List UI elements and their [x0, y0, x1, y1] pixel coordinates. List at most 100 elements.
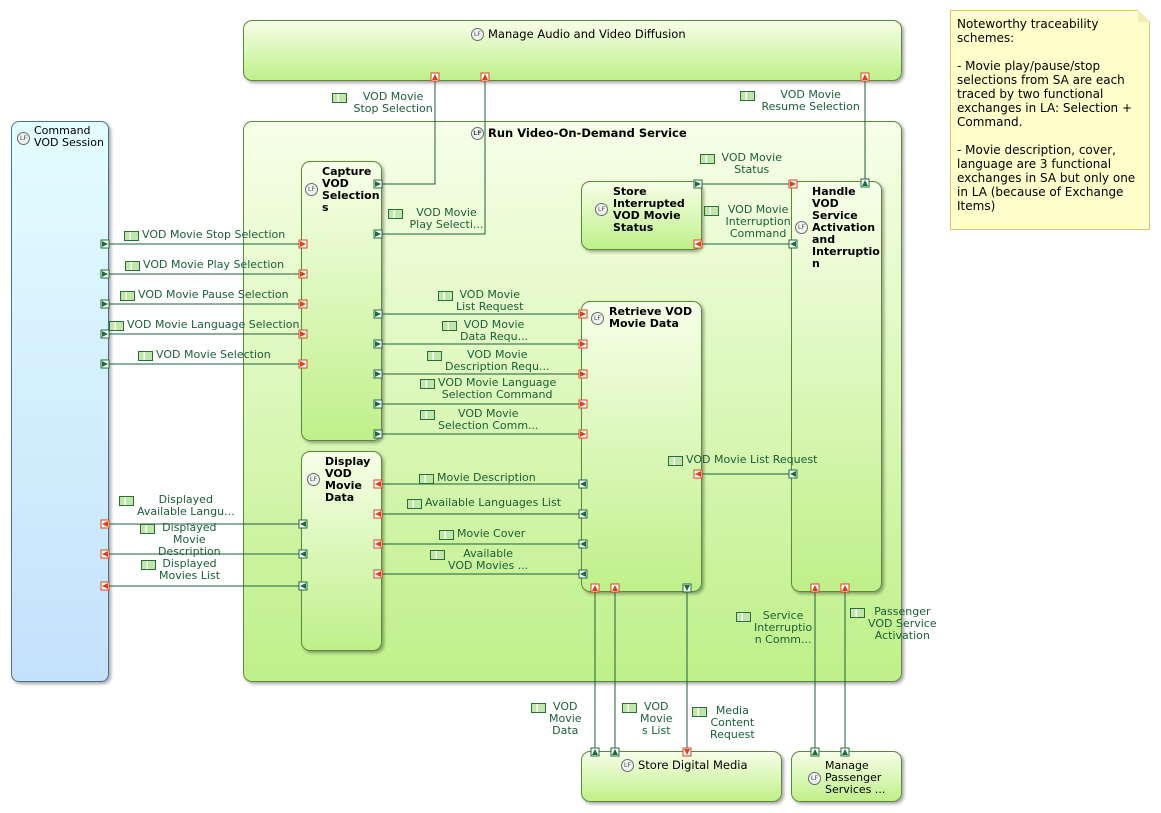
- function-title-line: Passenger: [825, 771, 882, 784]
- exchange-item-icon: [427, 351, 442, 361]
- exchange-line: [378, 77, 486, 235]
- function-title-line: VOD: [325, 467, 352, 480]
- function-title-line: Interrupted: [613, 197, 685, 210]
- output-port: [100, 519, 110, 529]
- function-title-line: Store: [613, 185, 647, 198]
- input-port: [373, 399, 383, 409]
- function-title: Store Digital Media: [638, 758, 748, 772]
- exchange-item-icon: [141, 560, 156, 570]
- output-port: [578, 429, 588, 439]
- logical-function-icon: LF: [595, 203, 608, 216]
- function-title-line: Selection: [322, 189, 380, 202]
- handle-vod-service-function[interactable]: LF Handle VOD Service Activation and Int…: [791, 181, 882, 592]
- input-port: [298, 581, 308, 591]
- exchange-item-icon: [419, 474, 434, 484]
- exchange-item-icon: [332, 93, 347, 103]
- exchange-label: Movie Description: [419, 472, 536, 484]
- input-port: [693, 179, 703, 189]
- function-title-line: VOD: [322, 177, 349, 190]
- logical-function-icon: LF: [621, 759, 634, 772]
- function-title-line: s: [322, 201, 329, 214]
- input-port: [373, 179, 383, 189]
- input-port: [788, 239, 798, 249]
- store-interrupted-status-function[interactable]: LF Store Interrupted VOD Movie Status: [581, 181, 702, 250]
- exchange-item-icon: [407, 499, 422, 509]
- logical-function-icon: LF: [307, 473, 320, 486]
- input-port: [100, 239, 110, 249]
- note-line: in LA (because of Exchange: [957, 185, 1124, 199]
- input-port: [100, 359, 110, 369]
- note-line: - Movie play/pause/stop: [957, 59, 1101, 73]
- exchange-item-icon: [109, 321, 124, 331]
- output-port: [610, 583, 620, 593]
- output-port: [298, 269, 308, 279]
- output-port: [682, 747, 692, 757]
- logical-function-icon: LF: [471, 127, 484, 140]
- exchange-item-icon: [700, 154, 715, 164]
- exchange-item-icon: [388, 209, 403, 219]
- exchange-label: VOD Movie Language Selection: [109, 319, 299, 331]
- input-port: [682, 583, 692, 593]
- note-line: language are 3 functional: [957, 157, 1112, 171]
- input-port: [373, 429, 383, 439]
- exchange-item-icon: [704, 206, 719, 216]
- exchange-item-icon: [120, 291, 135, 301]
- function-title-line: Services ...: [825, 783, 886, 796]
- function-title-line: Display: [325, 455, 371, 468]
- function-title-line: Service: [812, 209, 858, 222]
- output-port: [578, 309, 588, 319]
- note-line: exchanges in LA: Selection +: [957, 101, 1133, 115]
- exchange-item-icon: [442, 321, 457, 331]
- exchange-label: VOD Movie Play Selection: [125, 259, 284, 271]
- manage-passenger-services-function[interactable]: LF Manage Passenger Services ...: [791, 751, 902, 802]
- input-port: [373, 229, 383, 239]
- note-line: schemes:: [957, 31, 1015, 45]
- output-port: [578, 339, 588, 349]
- function-title-line: VOD Movie: [613, 209, 681, 222]
- logical-function-icon: LF: [808, 772, 821, 785]
- exchange-item-icon: [622, 703, 637, 713]
- exchange-item-icon: [438, 291, 453, 301]
- exchange-item-icon: [850, 608, 865, 618]
- exchange-item-icon: [138, 351, 153, 361]
- exchange-line: [378, 77, 436, 185]
- output-port: [480, 72, 490, 82]
- output-port: [298, 329, 308, 339]
- capture-vod-selections-function[interactable]: LF Capture VOD Selection s: [301, 161, 382, 441]
- note-line: - Movie description, cover,: [957, 143, 1116, 157]
- command-vod-session-function[interactable]: LF Command VOD Session: [11, 121, 109, 682]
- output-port: [373, 509, 383, 519]
- function-title-line: VOD: [812, 197, 839, 210]
- function-title-line: n: [812, 257, 820, 270]
- output-port: [840, 583, 850, 593]
- store-digital-media-function[interactable]: LF Store Digital Media: [581, 751, 782, 802]
- function-title: Manage Audio and Video Diffusion: [488, 27, 686, 41]
- output-port: [693, 469, 703, 479]
- retrieve-vod-movie-data-function[interactable]: LF Retrieve VOD Movie Data: [581, 301, 702, 592]
- output-port: [298, 359, 308, 369]
- function-title-line: Data: [325, 491, 355, 504]
- note-line: traced by two functional: [957, 87, 1104, 101]
- logical-function-icon: LF: [305, 183, 318, 196]
- function-title-line: Capture: [322, 165, 372, 178]
- output-port: [373, 479, 383, 489]
- output-port: [590, 583, 600, 593]
- output-port: [298, 239, 308, 249]
- exchange-label: VOD Movie Pause Selection: [120, 289, 289, 301]
- output-port: [810, 583, 820, 593]
- exchange-item-icon: [740, 91, 755, 101]
